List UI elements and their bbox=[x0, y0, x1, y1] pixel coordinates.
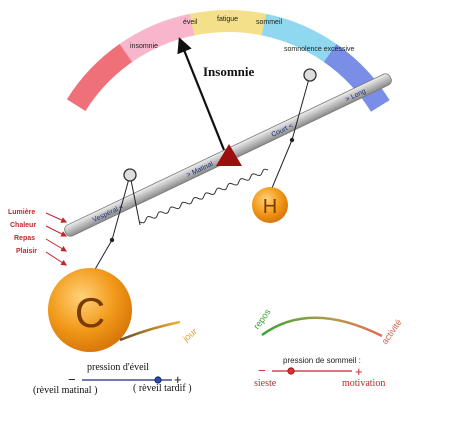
pression-sommeil-minus: − bbox=[258, 363, 266, 378]
ring-left bbox=[123, 168, 137, 182]
curve-label-repos: repos bbox=[251, 307, 272, 332]
input-chaleur: Chaleur bbox=[10, 222, 36, 229]
c-curve bbox=[119, 320, 181, 342]
gauge-segment-insomnie bbox=[66, 43, 133, 111]
activity-curve bbox=[261, 316, 383, 338]
pression-sommeil-plus: + bbox=[355, 364, 363, 379]
input-arrows bbox=[45, 212, 68, 266]
rod-left-spring-link bbox=[129, 174, 141, 226]
gauge-segment-eveil bbox=[119, 13, 196, 63]
gauge-label-insomnie: insomnie bbox=[130, 43, 158, 50]
rod-right-bottom bbox=[271, 139, 293, 189]
h-circle bbox=[252, 187, 288, 223]
gauge-pointer-arrow bbox=[177, 37, 230, 161]
pression-eveil-left: (rèveil matinal ) bbox=[33, 385, 97, 396]
pointer-label: Insomnie bbox=[203, 64, 255, 79]
rod-right-joint bbox=[289, 137, 295, 143]
pression-eveil-minus: − bbox=[68, 372, 76, 387]
input-plaisir: Plaisir bbox=[16, 248, 37, 255]
pression-eveil-marker bbox=[154, 376, 162, 384]
rod-left-top bbox=[111, 174, 131, 241]
gauge-label-somnolence: somnolence excessive bbox=[284, 46, 355, 53]
pression-eveil-plus: + bbox=[174, 372, 182, 387]
gauge-segment-somnolence bbox=[323, 43, 390, 112]
gauge-label-eveil: éveil bbox=[183, 19, 198, 26]
pression-sommeil-title: pression de sommeil : bbox=[283, 356, 361, 365]
curve-label-activite: activité bbox=[379, 317, 403, 346]
pression-sommeil-left: sieste bbox=[254, 378, 277, 389]
gauge-segment-fatigue bbox=[189, 10, 268, 36]
c-curve-label: jour bbox=[180, 326, 199, 344]
rod-left-joint bbox=[109, 237, 115, 243]
gauge-label-fatigue: fatigue bbox=[217, 16, 238, 23]
pression-eveil-right: ( rèveil tardif ) bbox=[133, 383, 192, 394]
pression-eveil-title: pression d'éveil bbox=[87, 362, 149, 373]
ring-right bbox=[303, 68, 317, 82]
pivot-triangle bbox=[216, 144, 242, 166]
rod-right-top bbox=[291, 74, 311, 141]
input-repas: Repas bbox=[14, 235, 35, 242]
gauge bbox=[66, 10, 390, 112]
input-lumiere: Lumière bbox=[8, 209, 35, 216]
gauge-segment-sommeil bbox=[261, 13, 338, 63]
pression-sommeil-right: motivation bbox=[342, 378, 385, 389]
spring bbox=[139, 168, 269, 224]
c-label: C bbox=[75, 289, 105, 336]
gauge-label-sommeil: sommeil bbox=[256, 19, 283, 26]
h-label: H bbox=[263, 196, 277, 218]
pression-sommeil-marker bbox=[287, 367, 295, 375]
c-circle bbox=[48, 268, 132, 352]
